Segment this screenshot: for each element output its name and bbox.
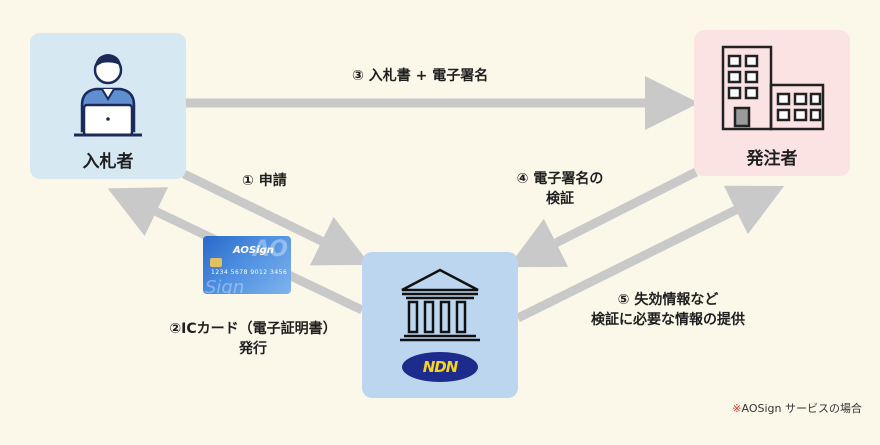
step2-line1: ②ICカード（電子証明書） [169,321,337,337]
orderer-label: 発注者 [746,149,798,169]
ic-card-image: AO Sign AOSign 1234 5678 9012 3456 [203,236,291,294]
step5-line1: ⑤ 失効情報など [617,292,719,308]
footnote: ※AOSign サービスの場合 [732,400,862,416]
ndn-logo: NDN [402,352,478,382]
step2-line2: 発行 [239,341,267,357]
footnote-text: AOSign サービスの場合 [741,402,862,415]
arrow-application [182,169,371,266]
arrow-revocation-info [516,185,785,323]
card-number: 1234 5678 9012 3456 [211,269,288,276]
bidder-person-icon [74,54,142,137]
step4-label: ④ 電子署名の 検証 [505,169,615,209]
building-icon [721,45,825,131]
bidder-box: 入札者 [30,33,186,179]
card-watermark-sign: Sign [205,277,245,294]
card-brand: AOSign [233,245,274,256]
card-watermark-ao: AO [252,237,288,262]
card-chip-icon [210,258,222,267]
step4-line1: ④ 電子署名の [516,171,604,187]
step5-line2: 検証に必要な情報の提供 [591,312,745,328]
step1-label: ① 申請 [242,173,287,189]
arrow-signature-verify [507,167,699,268]
step4-line2: 検証 [546,191,574,207]
step5-label: ⑤ 失効情報など 検証に必要な情報の提供 [553,290,783,330]
bidder-label: 入札者 [82,152,134,172]
footnote-mark: ※ [732,402,742,415]
ndn-logo-text: NDN [422,358,459,376]
orderer-box: 発注者 [694,30,850,176]
step2-label: ②ICカード（電子証明書） 発行 [148,319,358,359]
institution-icon [400,268,480,342]
certificate-authority-box: NDN [362,252,518,398]
step3-label: ③ 入札書 + 電子署名 [352,68,489,84]
